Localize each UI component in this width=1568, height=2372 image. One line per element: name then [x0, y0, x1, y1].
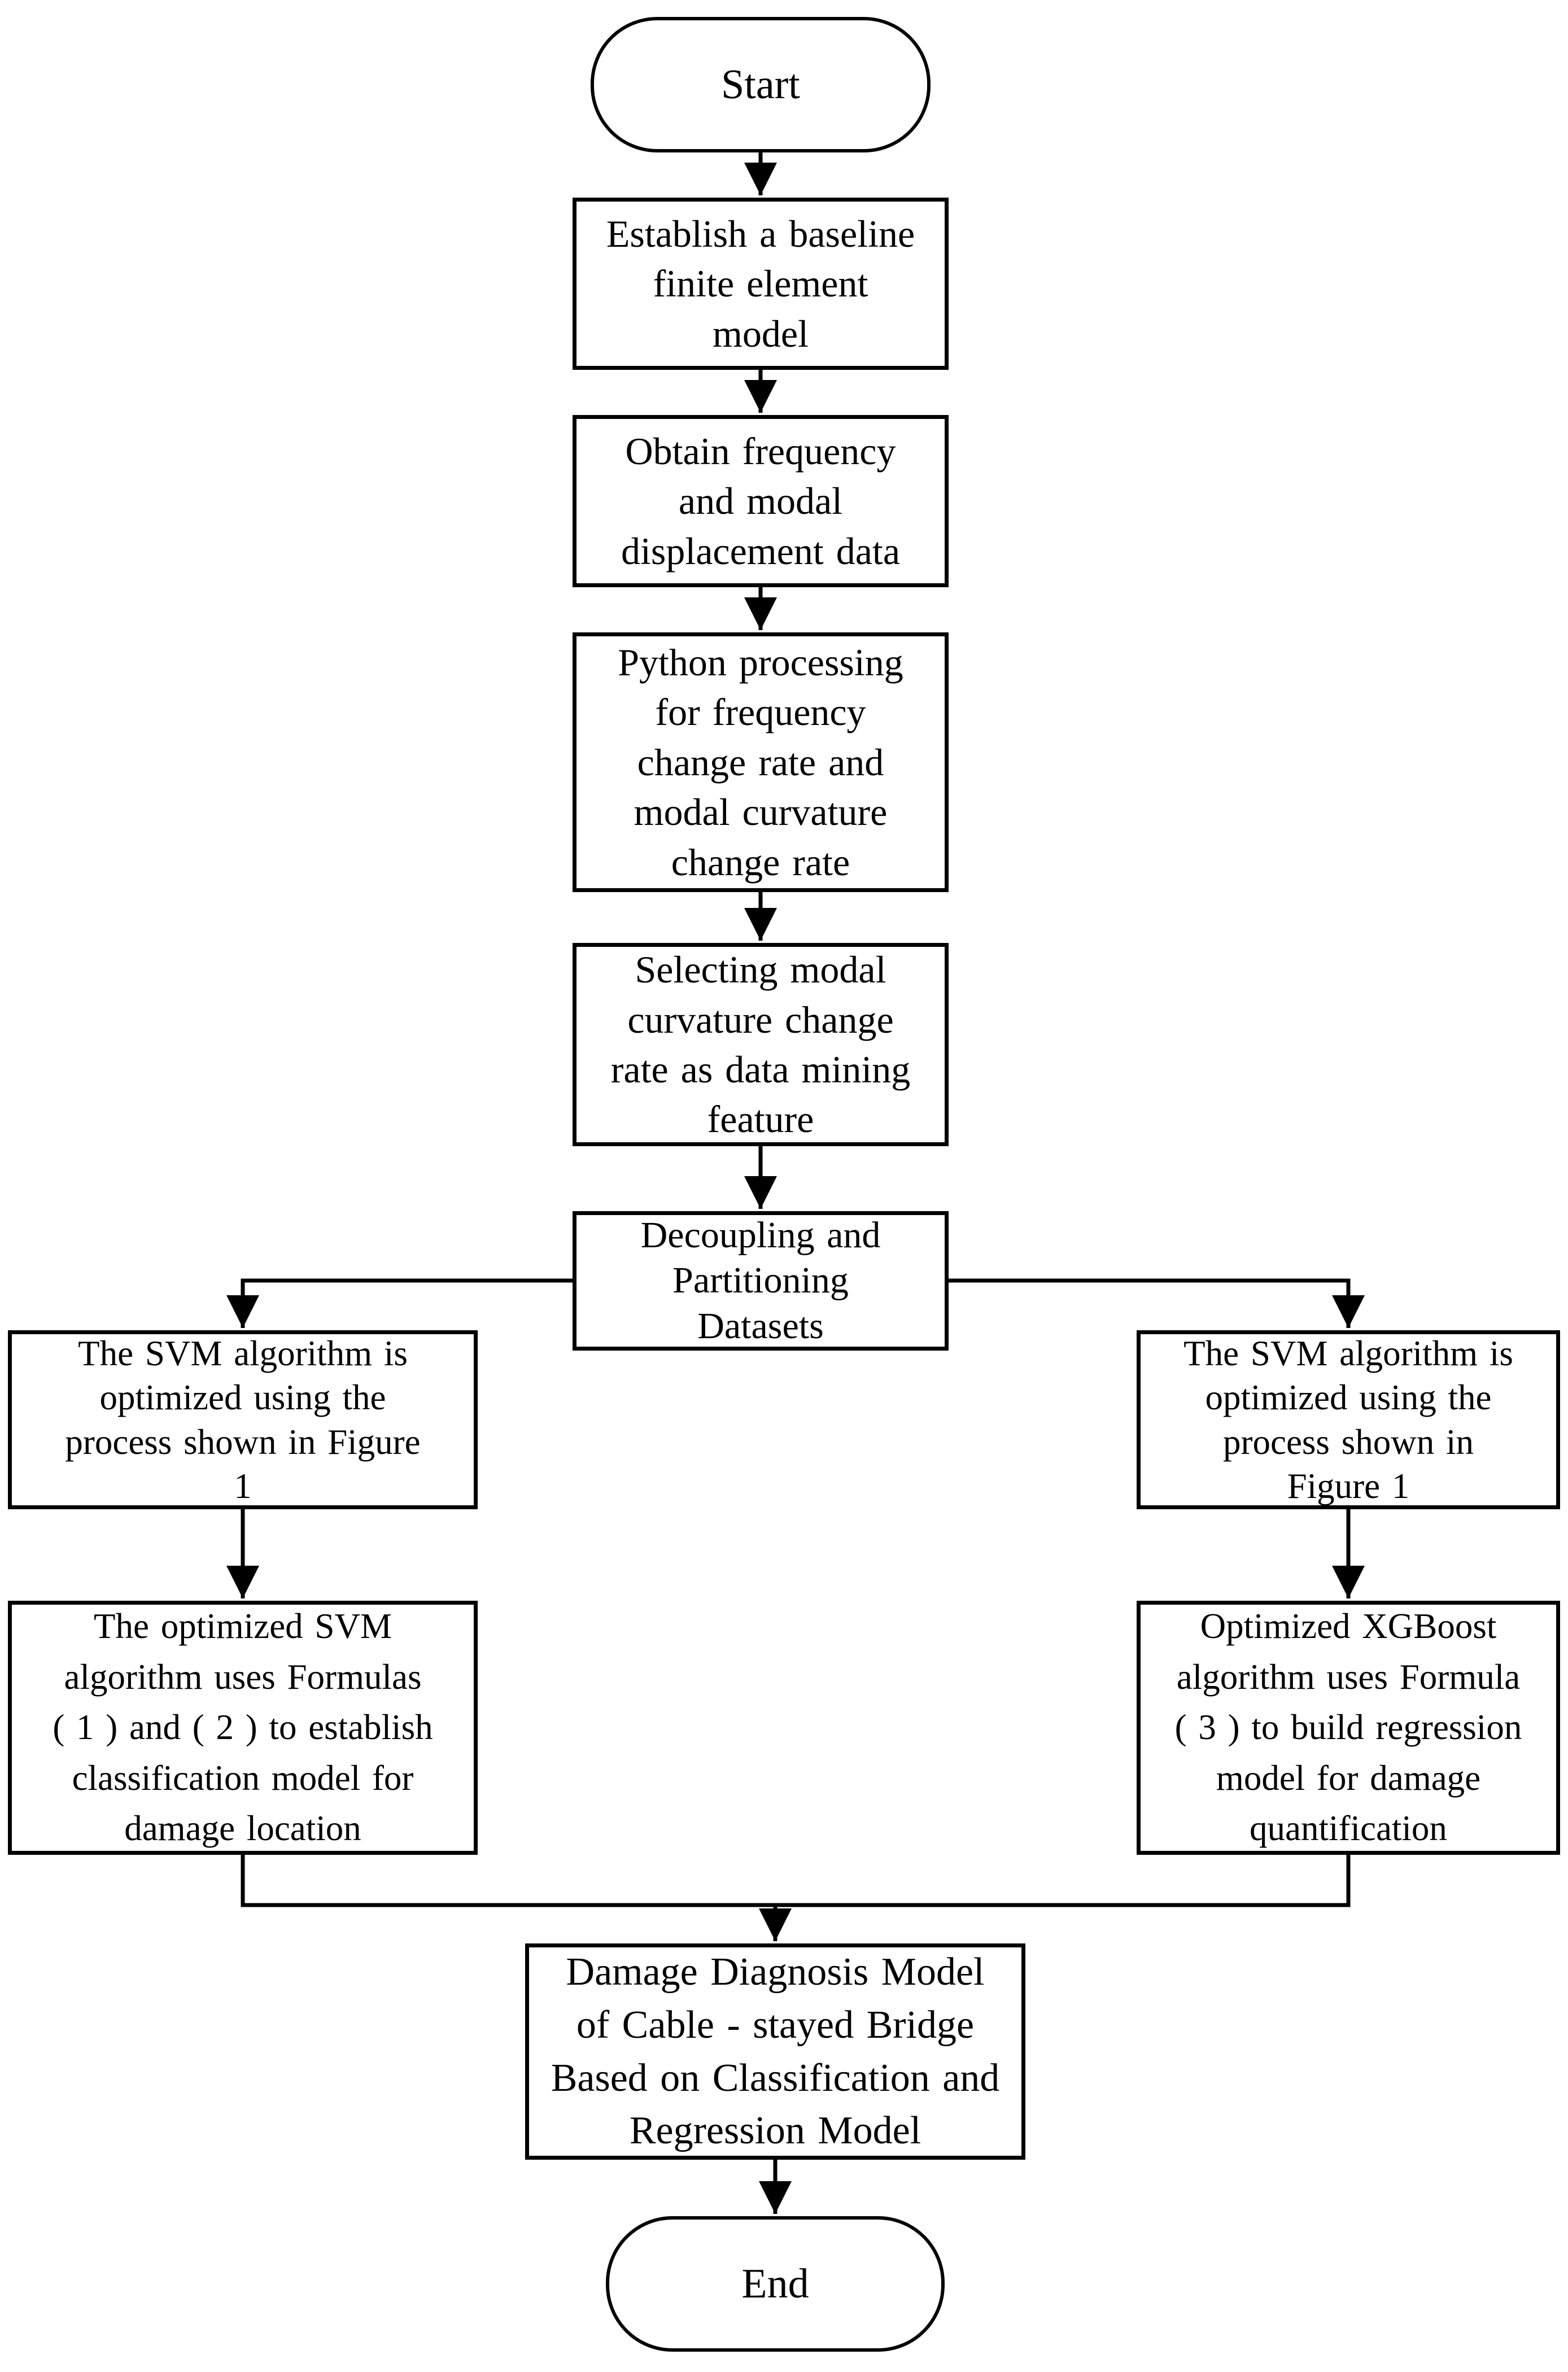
node-obtain-frequency-data: Obtain frequency and modal displacement … [573, 415, 949, 587]
node-xgboost-regression-model-label: Optimized XGBoost algorithm uses Formula… [1174, 1606, 1522, 1849]
node-svm-optimize-right: The SVM algorithm is optimized using the… [1137, 1330, 1560, 1509]
node-establish-baseline-model-label: Establish a baseline finite element mode… [606, 212, 915, 355]
node-xgboost-regression-model: Optimized XGBoost algorithm uses Formula… [1137, 1601, 1560, 1855]
node-svm-classification-model: The optimized SVM algorithm uses Formula… [8, 1601, 478, 1855]
node-select-feature-label: Selecting modal curvature change rate as… [610, 948, 911, 1141]
node-python-processing-label: Python processing for frequency change r… [618, 641, 903, 884]
flow-merge-branches [241, 1854, 1351, 1907]
node-svm-classification-model-label: The optimized SVM algorithm uses Formula… [53, 1606, 433, 1849]
node-establish-baseline-model: Establish a baseline finite element mode… [573, 198, 949, 370]
node-decouple-partition-datasets-label: Decoupling and Partitioning Datasets [640, 1214, 881, 1347]
node-svm-optimize-right-label: The SVM algorithm is optimized using the… [1183, 1334, 1513, 1506]
node-decouple-partition-datasets: Decoupling and Partitioning Datasets [573, 1211, 949, 1351]
flow-decouple-to-left-branch [226, 1278, 573, 1328]
node-svm-optimize-left: The SVM algorithm is optimized using the… [8, 1330, 478, 1509]
node-obtain-frequency-data-label: Obtain frequency and modal displacement … [621, 429, 900, 573]
node-svm-optimize-left-label: The SVM algorithm is optimized using the… [65, 1334, 421, 1506]
node-end: End [606, 2216, 945, 2352]
node-end-label: End [741, 2260, 809, 2307]
node-damage-diagnosis-model-label: Damage Diagnosis Model of Cable - stayed… [551, 1950, 1000, 2153]
node-damage-diagnosis-model: Damage Diagnosis Model of Cable - stayed… [525, 1943, 1025, 2160]
node-start: Start [591, 17, 931, 152]
node-python-processing: Python processing for frequency change r… [573, 632, 949, 892]
node-start-label: Start [721, 61, 800, 108]
node-select-feature: Selecting modal curvature change rate as… [573, 943, 949, 1146]
flow-decouple-to-right-branch [949, 1278, 1365, 1328]
